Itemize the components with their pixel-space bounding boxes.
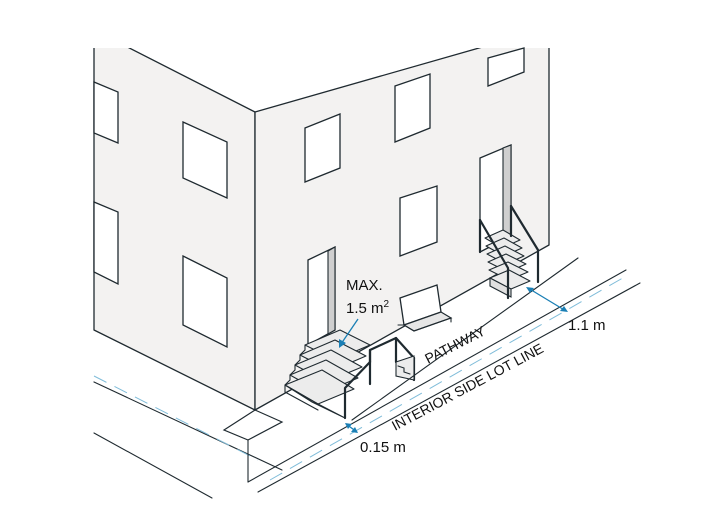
front-wall-windows [304,47,525,257]
right-handrails [478,204,540,300]
window [399,185,438,257]
window [93,81,119,144]
left-stair [284,329,371,419]
window [394,73,431,143]
window [182,254,228,349]
small-stair [395,355,415,381]
dimension-side-width [526,287,568,312]
pathway-label: PATHWAY [422,322,488,366]
max-area-superscript: 2 [384,299,390,310]
left-doorway [307,245,336,347]
window [304,113,341,183]
left-wall-windows [93,81,228,349]
dimension-setback [345,423,358,433]
ground-strip [222,409,284,441]
right-stair [484,229,531,298]
ground-lines-left [93,375,283,499]
pathway-lines [247,257,641,493]
max-area-label-line1: MAX. [346,277,383,294]
max-area-value: 1.5 m [346,300,384,317]
setback-label: 0.15 m [360,439,406,456]
window [93,201,119,286]
window [182,120,228,200]
window-well [397,284,453,332]
window [487,47,525,87]
lot-line-label: INTERIOR SIDE LOT LINE [389,340,546,434]
max-area-label-line2: 1.5 m2 [346,299,390,317]
side-width-label: 1.1 m [568,317,606,334]
max-area-leader [339,318,359,348]
